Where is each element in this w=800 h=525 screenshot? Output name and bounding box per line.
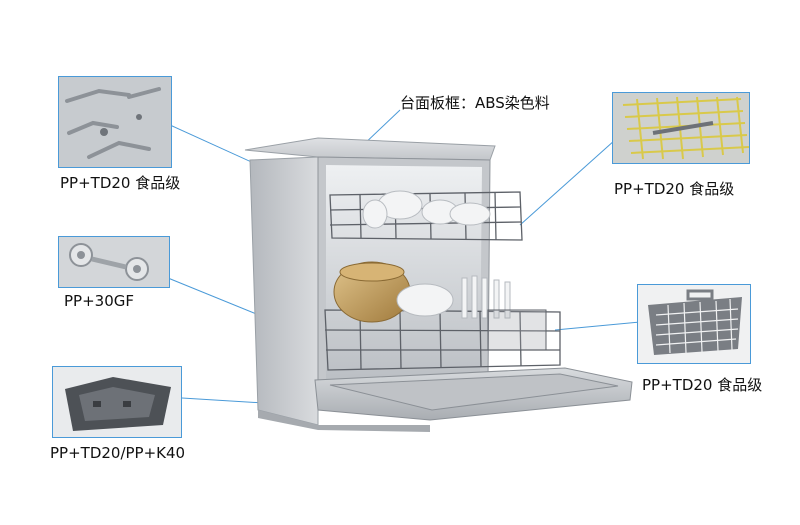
- thumb-bottom-left: [52, 366, 182, 438]
- callout-upper-left: PP+TD20 食品级: [60, 174, 181, 192]
- callout-top-frame: 台面板框：ABS染色料: [400, 94, 550, 112]
- upper-dishes: [362, 190, 491, 229]
- worktop: [244, 137, 496, 161]
- thumb-upper-right: [612, 92, 750, 164]
- leader-line-mid-right: [554, 321, 641, 331]
- thumb-mid-left: [58, 236, 170, 288]
- leader-line-upper-right: [519, 139, 616, 226]
- callout-bottom-left: PP+TD20/PP+K40: [50, 444, 186, 462]
- callout-upper-right: PP+TD20 食品级: [614, 180, 735, 198]
- cutlery-basket: [487, 309, 547, 351]
- lower-dishes: [396, 275, 511, 319]
- base: [258, 410, 430, 432]
- thumb-mid-right: [637, 284, 751, 364]
- callout-mid-left: PP+30GF: [64, 292, 134, 310]
- side-panel: [249, 156, 319, 426]
- callout-mid-right: PP+TD20 食品级: [642, 376, 763, 394]
- thumb-upper-left: [58, 76, 172, 168]
